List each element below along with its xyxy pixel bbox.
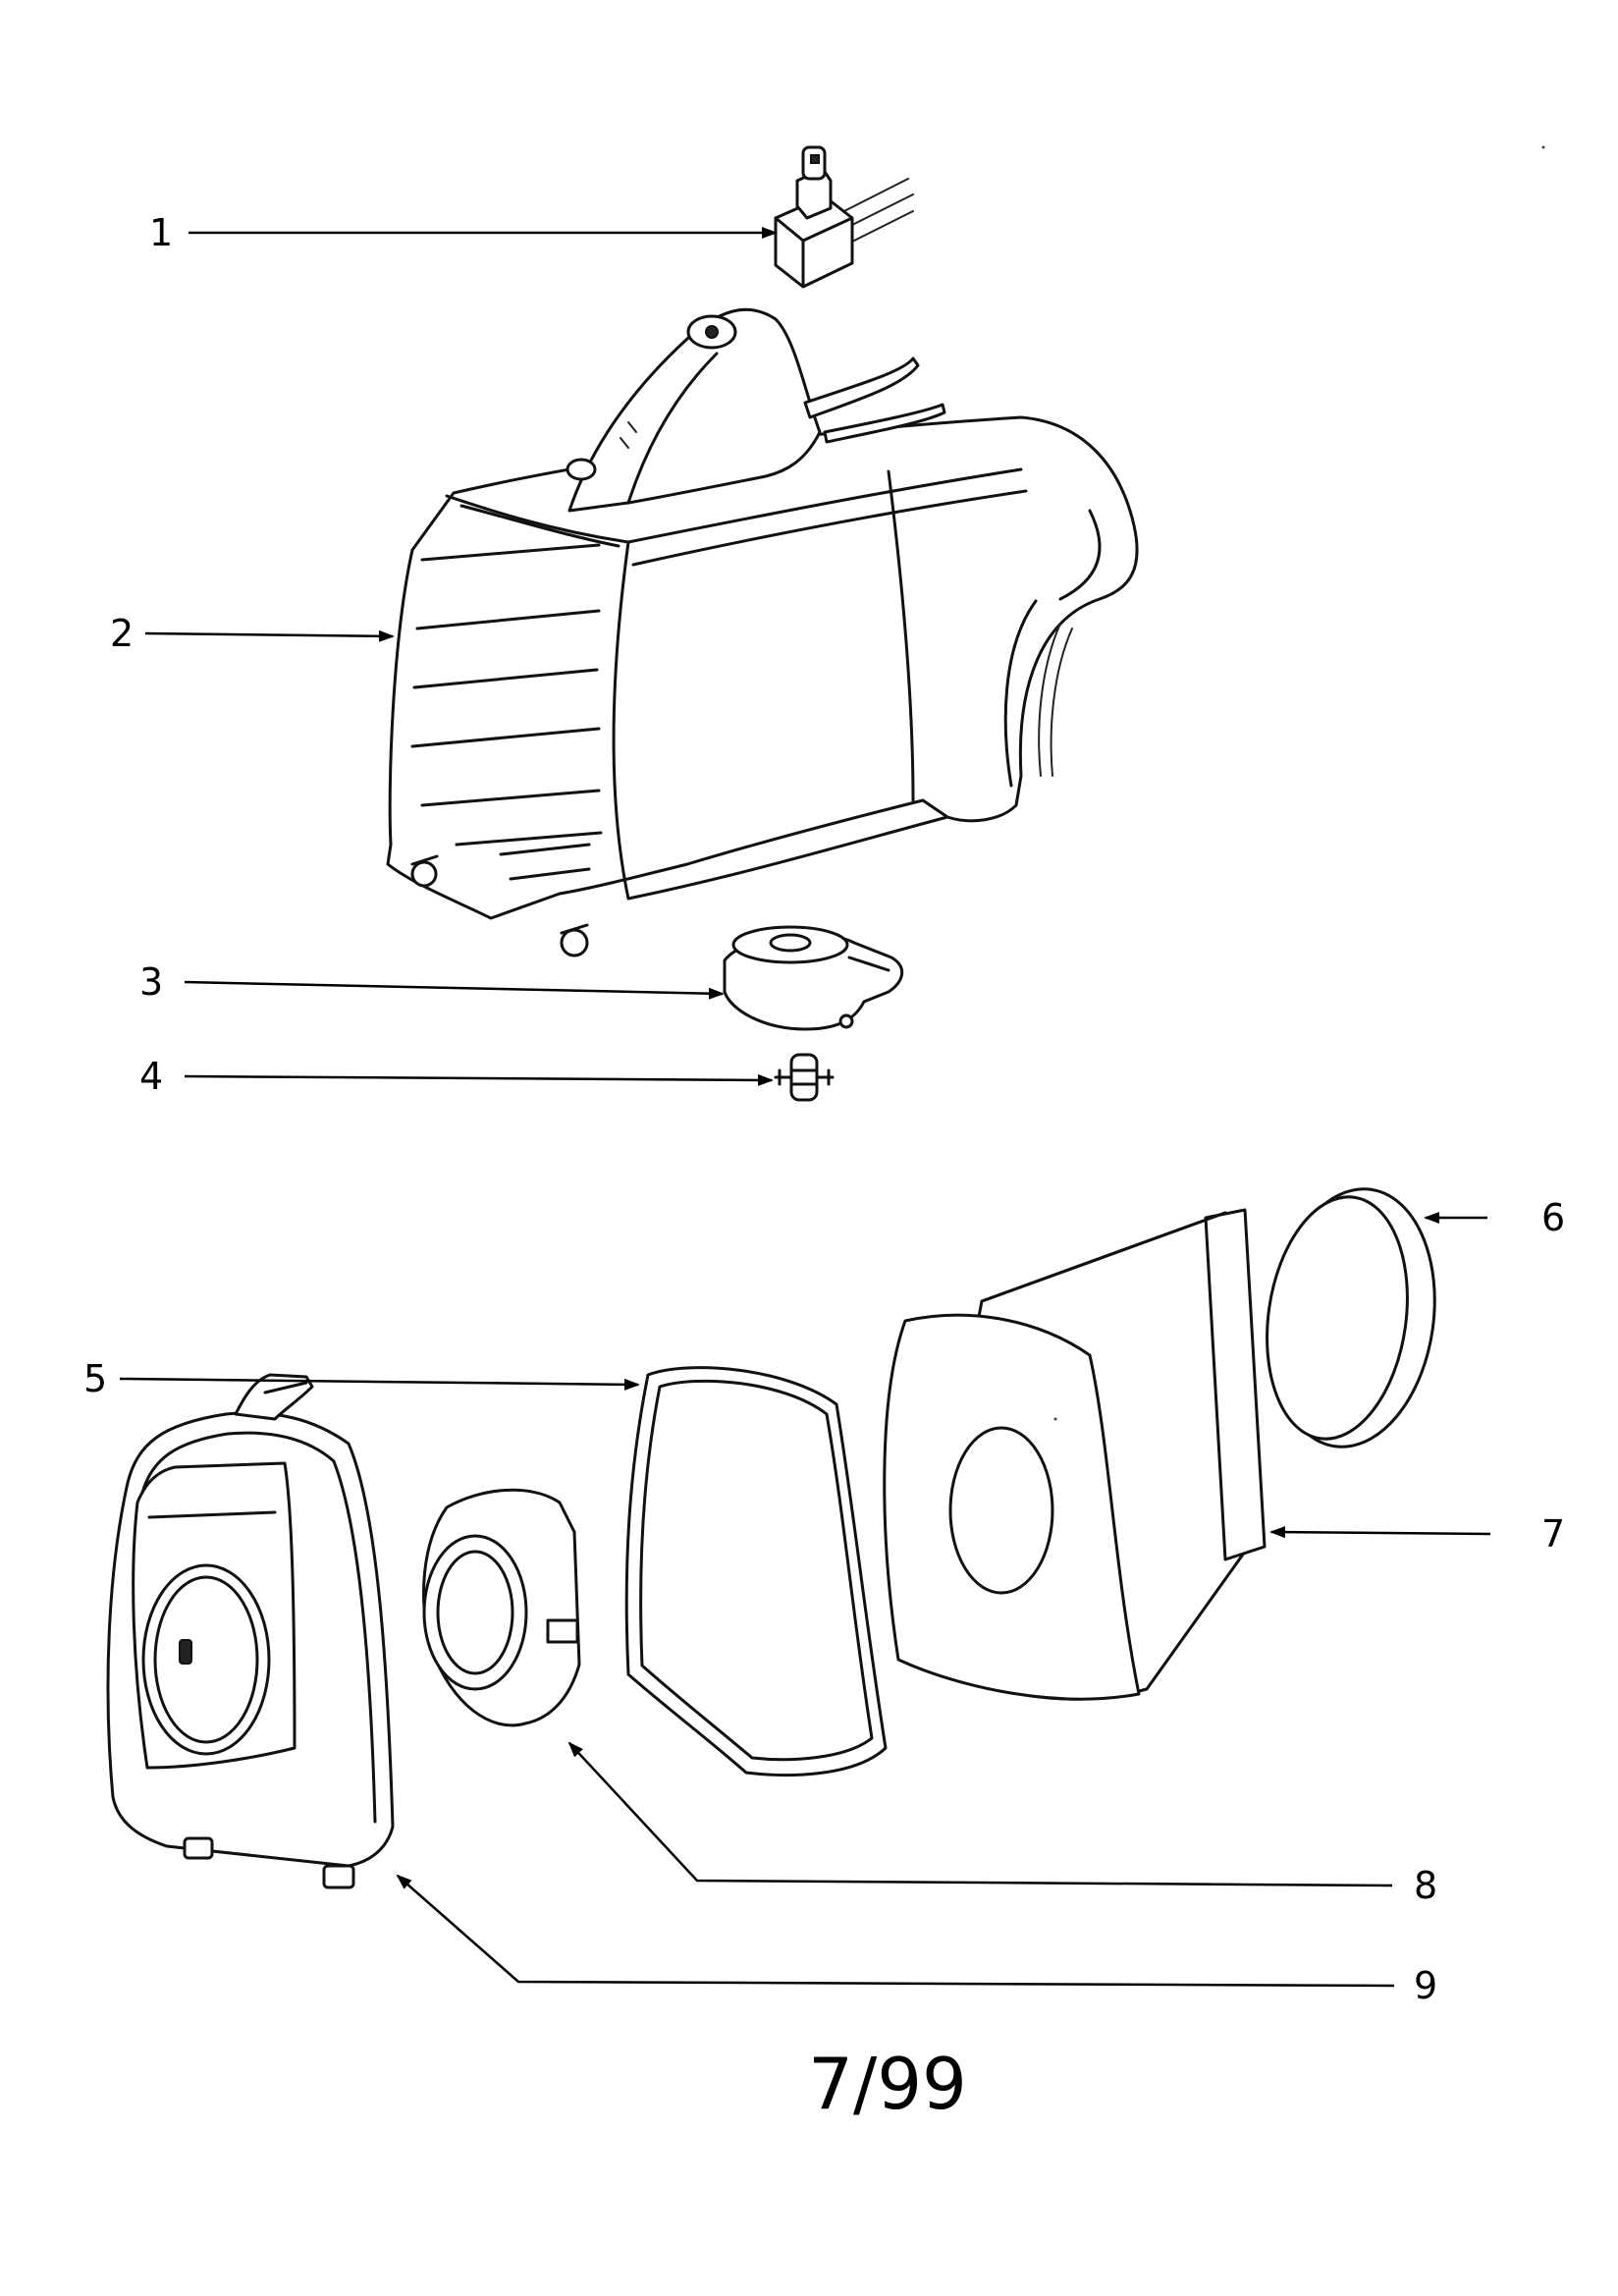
callout-label-7: 7 bbox=[1541, 1512, 1565, 1556]
leader-5 bbox=[119, 1377, 640, 1391]
callout-label-4: 4 bbox=[139, 1055, 163, 1098]
power-cord-plug-icon bbox=[774, 145, 914, 289]
callout-label-2: 2 bbox=[110, 612, 134, 655]
callout-label-3: 3 bbox=[139, 960, 163, 1004]
gasket-seal-icon bbox=[624, 1366, 888, 1777]
scan-speck bbox=[1053, 1417, 1057, 1421]
callout-labels: 1 2 3 4 5 6 7 8 9 bbox=[83, 211, 1565, 2007]
callout-label-8: 8 bbox=[1414, 1864, 1437, 1907]
revision-date: 7/99 bbox=[808, 2043, 967, 2125]
leader-lines bbox=[119, 227, 1491, 1988]
leader-8 bbox=[567, 1741, 1393, 1887]
callout-label-9: 9 bbox=[1414, 1964, 1437, 2007]
hose-connector-ring-icon bbox=[422, 1488, 581, 1727]
callout-label-5: 5 bbox=[83, 1357, 107, 1400]
round-filter-icon bbox=[1266, 1187, 1436, 1449]
callout-label-6: 6 bbox=[1541, 1196, 1565, 1239]
caster-wheel-icon bbox=[774, 1053, 835, 1102]
front-cover-icon bbox=[106, 1373, 395, 1889]
scan-speck bbox=[1541, 145, 1545, 149]
leader-7 bbox=[1269, 1526, 1491, 1539]
callout-label-1: 1 bbox=[149, 211, 173, 254]
leader-3 bbox=[184, 980, 725, 1000]
dust-bag-icon bbox=[883, 1208, 1267, 1701]
leader-9 bbox=[396, 1874, 1395, 1988]
caster-housing-icon bbox=[723, 925, 903, 1031]
leader-4 bbox=[184, 1073, 774, 1086]
canister-body-icon bbox=[386, 307, 1139, 957]
leader-2 bbox=[144, 629, 395, 642]
